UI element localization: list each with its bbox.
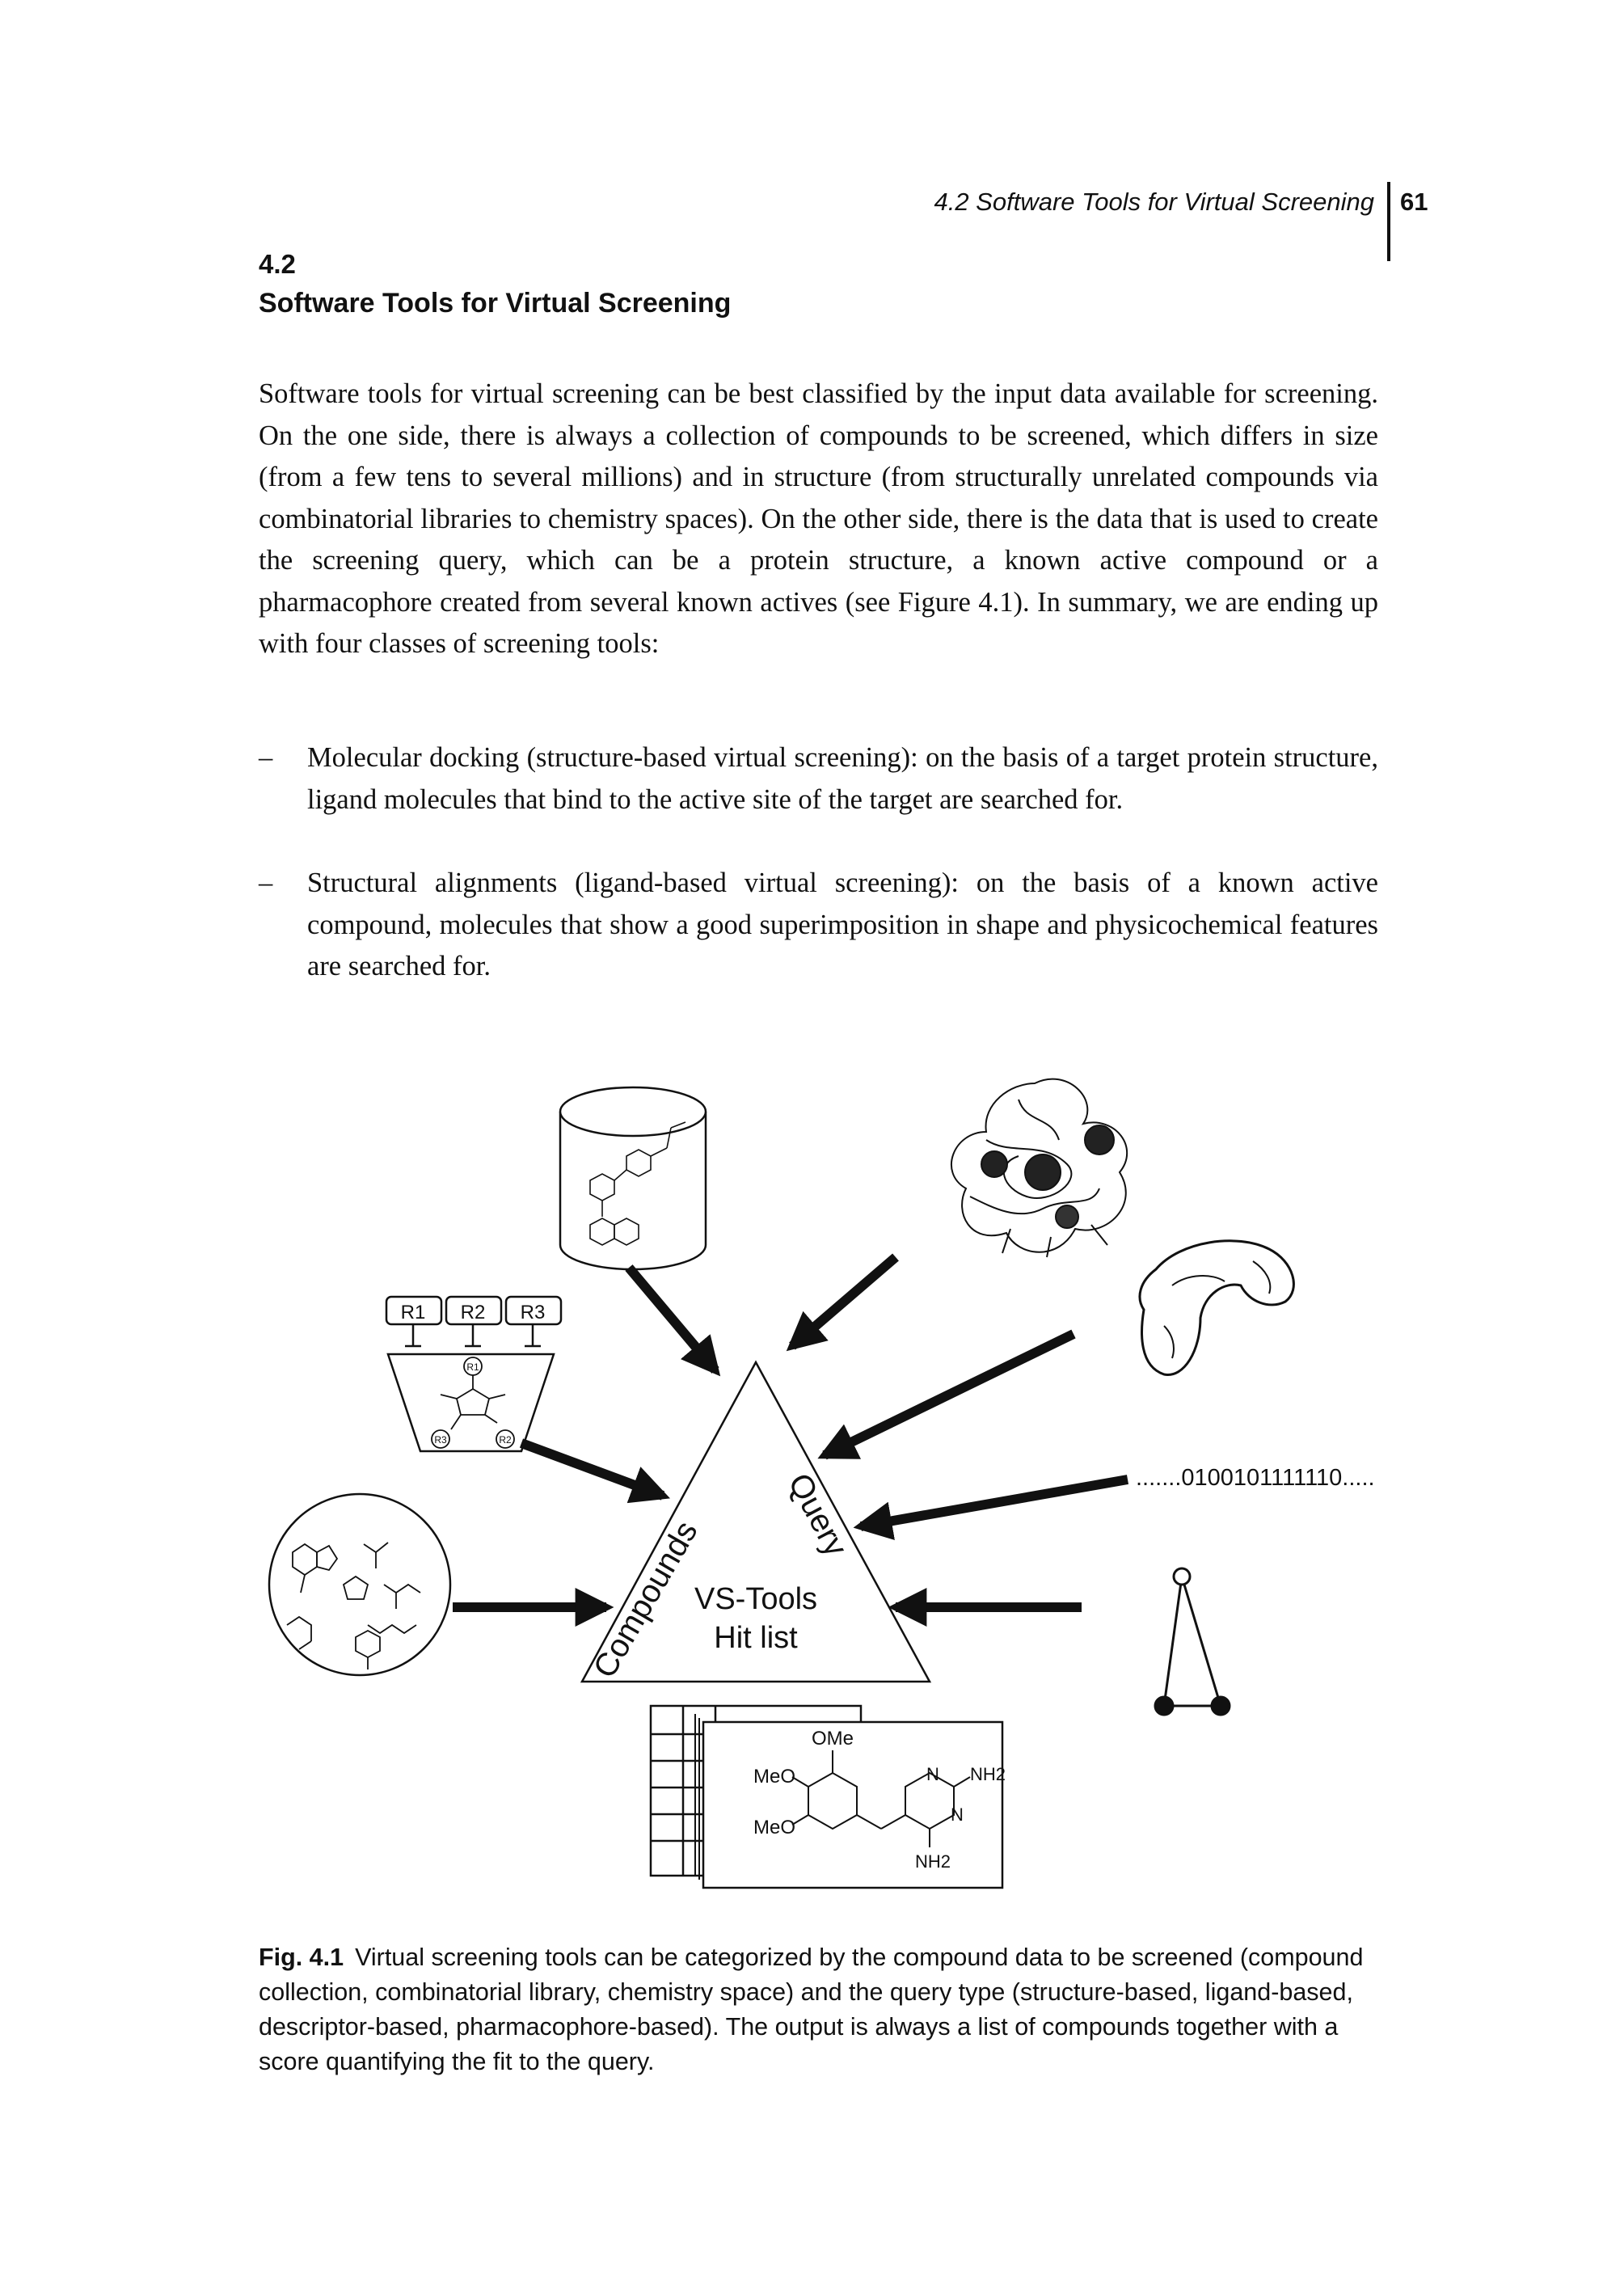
cup-label-r3: R3	[434, 1434, 447, 1446]
figure-vs-tools-diagram: Compounds Query VS-Tools Hit list	[268, 1078, 1375, 1889]
hit-list-table	[649, 1704, 1004, 1889]
bullet-item-alignment: – Structural alignments (ligand-based vi…	[259, 863, 1378, 988]
compound-database-cylinder	[559, 1086, 707, 1271]
chemistry-space-circle	[268, 1492, 452, 1677]
hit-list-label: Hit list	[714, 1621, 798, 1655]
library-tab-r3: R3	[521, 1302, 546, 1323]
library-tab-r2: R2	[461, 1302, 486, 1323]
molecule-meo-bottom: MeO	[753, 1817, 795, 1838]
molecule-nh2-bottom: NH2	[915, 1851, 951, 1872]
body-paragraph: Software tools for virtual screening can…	[259, 378, 1378, 659]
running-head: 4.2 Software Tools for Virtual Screening	[934, 188, 1374, 216]
caption-label: Fig. 4.1	[259, 1944, 344, 1971]
caption-text: Virtual screening tools can be categoriz…	[259, 1944, 1364, 2075]
input-arrows	[453, 1253, 1129, 1627]
pharmacophore-model	[1154, 1567, 1231, 1716]
combinatorial-library: R1 R2 R3 R1 R3 R2	[385, 1295, 563, 1453]
fingerprint-bitstring: .......0100101111110.....	[1136, 1465, 1375, 1491]
ligand-surface-image	[1138, 1239, 1295, 1376]
bullet-dash: –	[259, 867, 273, 898]
molecule-nh2-right: NH2	[970, 1764, 1006, 1784]
molecule-meo-top: MeO	[753, 1766, 795, 1788]
protein-structure-image	[951, 1078, 1128, 1258]
molecule-n-bottom: N	[951, 1804, 964, 1825]
bullet-text: Structural alignments (ligand-based virt…	[307, 867, 1378, 981]
bullet-dash: –	[259, 742, 273, 773]
section-title: Software Tools for Virtual Screening	[259, 288, 732, 319]
bullet-text: Molecular docking (structure-based virtu…	[307, 742, 1378, 815]
page-number: 61	[1400, 188, 1428, 216]
cup-label-r1: R1	[466, 1361, 479, 1373]
vs-tools-triangle	[580, 1360, 932, 1683]
bullet-item-docking: – Molecular docking (structure-based vir…	[259, 737, 1378, 821]
library-tab-r1: R1	[401, 1302, 426, 1323]
cup-label-r2: R2	[499, 1434, 512, 1446]
vs-tools-label: VS-Tools	[694, 1582, 817, 1616]
hit-molecule-structure	[791, 1750, 971, 1847]
molecule-ome: OMe	[812, 1728, 854, 1750]
molecule-n-top: N	[926, 1764, 939, 1784]
header-rule	[1387, 182, 1390, 261]
section-number: 4.2	[259, 249, 296, 279]
